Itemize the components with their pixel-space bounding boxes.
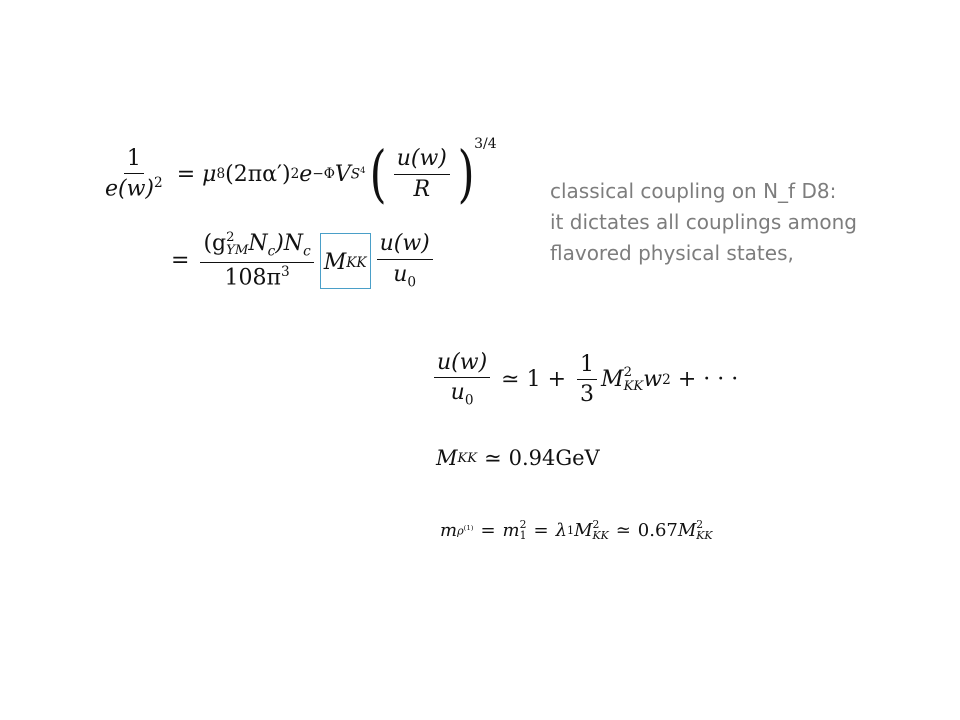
lhs-denominator: e(w)2 (102, 174, 166, 202)
g-term: (g (203, 231, 227, 257)
plus-sign: + (547, 367, 567, 393)
right-paren: ) (457, 137, 475, 210)
volume-sub-text: S (350, 166, 361, 183)
left-paren: ( (369, 137, 387, 210)
one-term: 1 (526, 367, 541, 393)
ellipsis-tail: + · · · (677, 367, 739, 393)
u-over-u0-fraction: u(w) u0 (434, 350, 491, 409)
u0-denominator: u0 (390, 260, 419, 291)
g-sub: YM (226, 243, 249, 259)
m-rho-symbol: m (440, 520, 458, 542)
equals-sign: = (480, 520, 496, 542)
u0-text: u (450, 380, 465, 406)
mkk-sub: KK (623, 378, 644, 394)
mkk-sup: 2 (623, 365, 632, 381)
u-numerator: u(w) (376, 231, 433, 260)
nc-symbol: N (248, 231, 268, 257)
volume-subscript: S4 (351, 165, 366, 183)
mkk-symbol: M (601, 367, 624, 393)
third-numerator: 1 (577, 352, 598, 381)
nc2-symbol: )N (275, 231, 304, 257)
mkk2-sub: KK (696, 528, 713, 542)
nc-sub: c (267, 243, 276, 260)
equals-sign: = (171, 248, 190, 274)
lhs-numerator: 1 (123, 146, 144, 175)
exp-base: e (299, 161, 313, 187)
alpha-prime-exp: 2 (290, 166, 300, 182)
mkk-value: 0.94GeV (508, 446, 600, 470)
u-over-r-fraction: u(w) R (393, 146, 450, 202)
mkk-symbol: M (574, 520, 593, 542)
rho-sup: (1) (463, 523, 474, 532)
annotation-text: classical coupling on N_f D8: it dictate… (550, 176, 950, 269)
third-denominator: 3 (580, 382, 595, 408)
u0-denominator: u0 (448, 378, 477, 409)
w-symbol: w (643, 367, 663, 393)
m1-sup: 2 (519, 518, 527, 531)
u0-sub: 0 (464, 392, 474, 409)
u-numerator: u(w) (434, 350, 491, 379)
m1-symbol: m (502, 520, 520, 542)
g-sup: 2 (226, 230, 235, 245)
lambda-sub: 1 (567, 524, 575, 538)
alpha-prime-term: (2πα′) (225, 161, 291, 187)
mkk-sub: KK (346, 254, 367, 271)
annotation-line-3: flavored physical states, (550, 241, 794, 265)
u-numerator: u(w) (393, 146, 450, 175)
mkk-sub: KK (592, 528, 609, 542)
lambda-symbol: λ (555, 520, 567, 542)
u0-text: u (393, 261, 408, 287)
den-exp: 3 (280, 264, 290, 281)
m-rho-sub: ρ(1) (457, 524, 473, 538)
approx-sign: ≃ (501, 367, 520, 393)
r-denominator: R (413, 176, 431, 202)
coupling-denominator: 108π3 (222, 263, 293, 291)
m1-sub: 1 (519, 528, 527, 542)
equals-sign: = (176, 161, 196, 187)
outer-exponent: 3/4 (474, 136, 497, 152)
annotation-line-1: classical coupling on N_f D8: (550, 179, 837, 203)
lhs-den-text: e(w) (105, 176, 155, 202)
approx-sign: ≃ (615, 520, 631, 542)
lhs-fraction: 1 e(w)2 (102, 146, 166, 202)
mu-subscript: 8 (216, 166, 226, 182)
mkk-symbol: M (436, 446, 458, 470)
equals-sign-2: = (533, 520, 549, 542)
mkk-sup: 2 (592, 518, 600, 531)
coefficient: 0.67 (637, 520, 678, 542)
approx-sign: ≃ (483, 446, 502, 470)
annotation-line-2: it dictates all couplings among (550, 210, 857, 234)
mkk-symbol: M (323, 250, 347, 276)
lhs-den-exp: 2 (154, 175, 163, 192)
exp-exponent: −Φ (312, 166, 335, 182)
nc2-sub: c (303, 243, 311, 260)
mu-symbol: μ (202, 161, 217, 187)
u-over-u0-fraction: u(w) u0 (376, 231, 433, 291)
one-third-fraction: 1 3 (577, 352, 598, 408)
mkk2-sup: 2 (696, 518, 704, 531)
w-sup: 2 (662, 371, 671, 388)
volume-symbol: V (334, 161, 351, 187)
rho-text: ρ (457, 524, 464, 538)
den-text: 108π (224, 265, 281, 291)
volume-sub-exp: 4 (360, 165, 366, 176)
mkk-sub: KK (457, 450, 477, 466)
mkk2-symbol: M (677, 520, 697, 542)
u0-sub: 0 (407, 273, 417, 290)
